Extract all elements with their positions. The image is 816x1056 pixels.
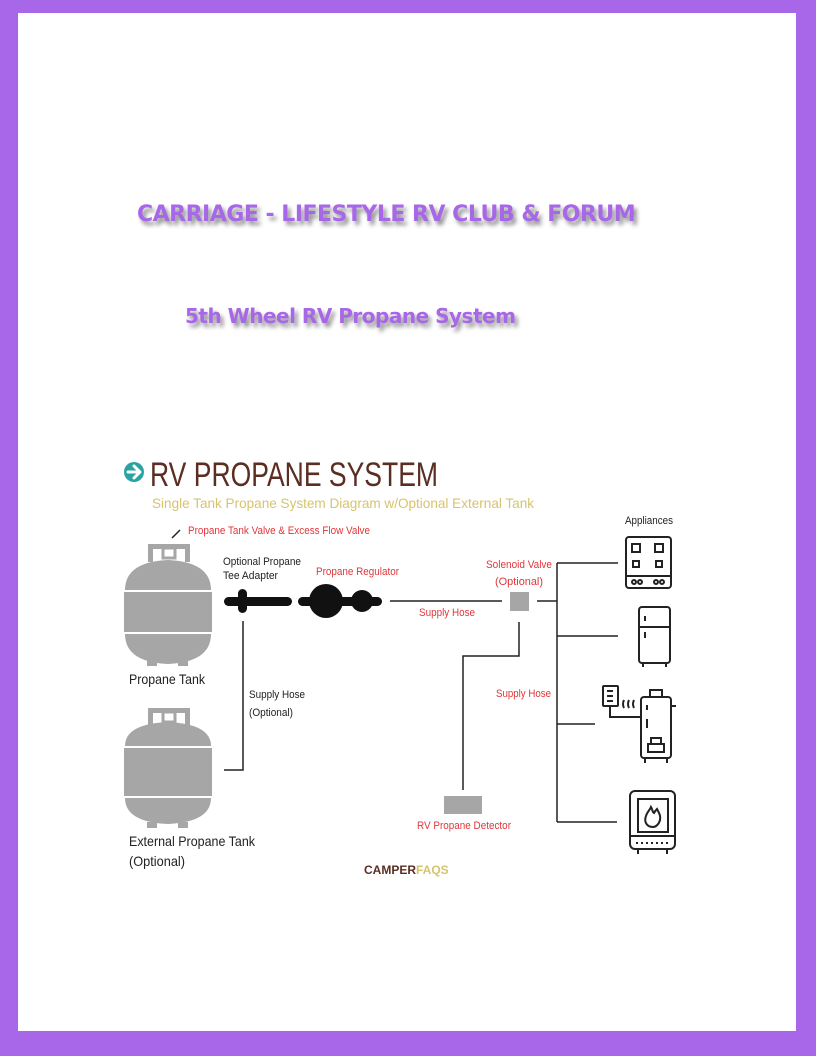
- label-solenoid-line1: Solenoid Valve: [486, 559, 552, 571]
- page-subtitle: 5th Wheel RV Propane System: [185, 304, 516, 328]
- refrigerator-icon: [638, 606, 671, 667]
- external-propane-tank-icon: [124, 708, 212, 828]
- arrow-right-circle-icon: [124, 462, 144, 482]
- label-solenoid-line2: (Optional): [495, 576, 543, 588]
- brand-part1: CAMPER: [364, 863, 416, 877]
- label-tee-adapter-line2: Tee Adapter: [223, 570, 278, 582]
- label-supply-hose-optional-line1: Supply Hose: [249, 689, 305, 701]
- page: [18, 13, 796, 1031]
- furnace-icon: [629, 790, 676, 854]
- supply-hose-optional: [224, 621, 244, 771]
- tee-adapter-icon: [224, 589, 292, 613]
- diagram-subtitle: Single Tank Propane System Diagram w/Opt…: [152, 495, 535, 511]
- label-regulator: Propane Regulator: [316, 566, 399, 578]
- brand-part2: FAQS: [416, 863, 449, 877]
- solenoid-valve-icon: [510, 592, 529, 611]
- label-external-tank-line1: External Propane Tank: [129, 833, 256, 849]
- propane-tank-icon: [124, 544, 212, 666]
- label-supply-hose-optional-line2: (Optional): [249, 707, 293, 719]
- propane-regulator-icon: [298, 584, 382, 618]
- label-detector: RV Propane Detector: [417, 820, 511, 832]
- label-tank-valve: Propane Tank Valve & Excess Flow Valve: [188, 525, 370, 537]
- appliance-manifold: [537, 562, 618, 823]
- propane-detector-icon: [444, 796, 482, 814]
- diagram-title: RV PROPANE SYSTEM: [150, 456, 438, 494]
- stove-icon: [625, 536, 672, 589]
- label-tee-adapter-line1: Optional Propane: [223, 556, 301, 568]
- brand-logo: CAMPERFAQS: [364, 863, 449, 877]
- label-appliances: Appliances: [625, 515, 673, 527]
- detector-hose: [462, 622, 520, 790]
- label-supply-hose-appliances: Supply Hose: [496, 688, 551, 700]
- tank-valve-pointer: [171, 529, 181, 539]
- label-supply-hose-main: Supply Hose: [419, 607, 475, 619]
- label-external-tank-line2: (Optional): [129, 853, 185, 869]
- forum-title: CARRIAGE - LIFESTYLE RV CLUB & FORUM: [137, 202, 636, 227]
- label-propane-tank: Propane Tank: [129, 671, 206, 687]
- water-heater-icon: [602, 685, 676, 763]
